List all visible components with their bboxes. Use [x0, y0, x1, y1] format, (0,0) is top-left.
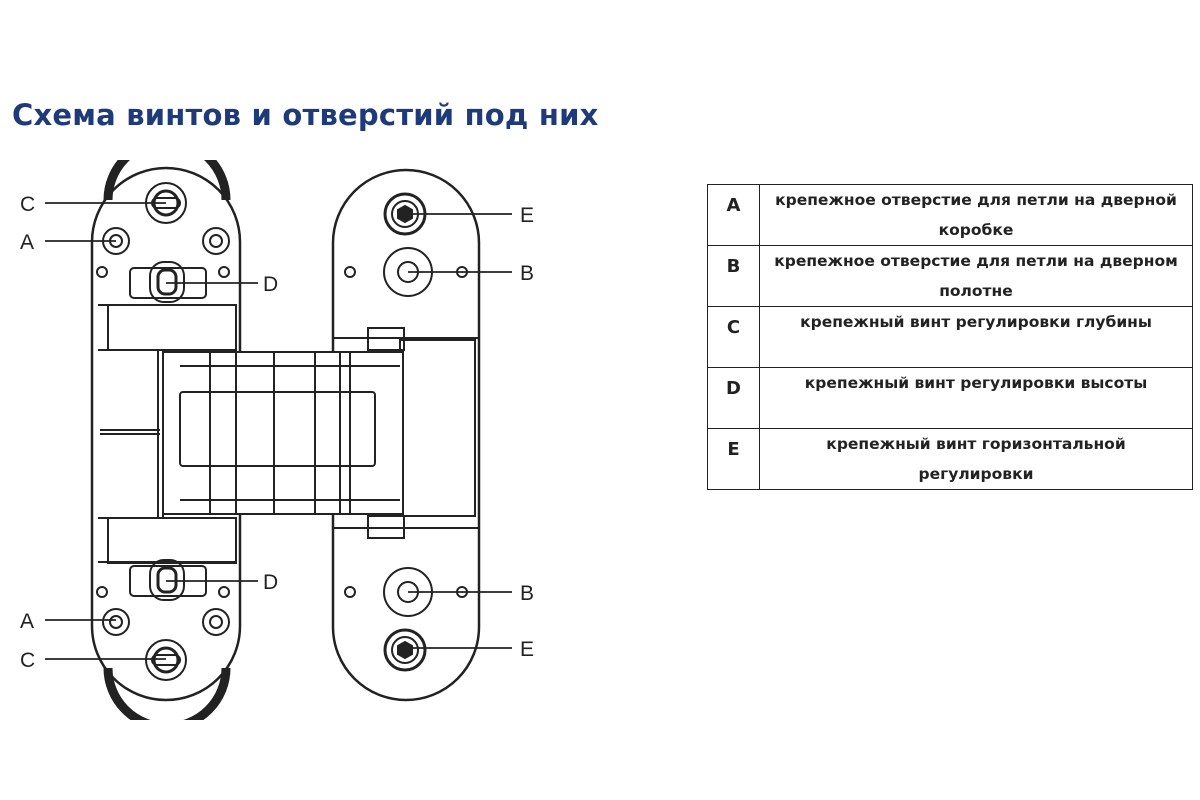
legend-key: E — [707, 428, 760, 490]
callout-label: B — [520, 582, 534, 605]
legend-table: A крепежное отверстие для петли на дверн… — [707, 184, 1193, 490]
callout-label: E — [520, 638, 534, 661]
hinge-diagram: C A D D A C E B B E — [20, 160, 534, 720]
table-row: C крепежный винт регулировки глубины — [707, 306, 1193, 368]
hinge-articulation — [162, 351, 404, 515]
callout-labels: C A D D A C E B B E — [20, 193, 534, 672]
table-row: B крепежное отверстие для петли на дверн… — [707, 245, 1193, 307]
callout-label: D — [263, 571, 278, 594]
screw-e-bottom — [383, 628, 427, 672]
screw-c-bottom — [145, 639, 187, 681]
page-title: Схема винтов и отверстий под них — [12, 98, 599, 132]
callout-label: B — [520, 262, 534, 285]
hole-a-top-right — [202, 227, 230, 255]
legend-description: крепежный винт горизонтальной регулировк… — [759, 428, 1193, 490]
legend-description: крепежное отверстие для петли на дверной… — [759, 184, 1193, 246]
callout-label: D — [263, 273, 278, 296]
callout-label: E — [520, 204, 534, 227]
legend-key: C — [707, 306, 760, 368]
table-row: E крепежный винт горизонтальной регулиро… — [707, 428, 1193, 490]
screw-d-bottom — [129, 559, 207, 601]
legend-description: крепежный винт регулировки глубины — [759, 306, 1193, 368]
legend-description: крепежное отверстие для петли на дверном… — [759, 245, 1193, 307]
table-row: A крепежное отверстие для петли на дверн… — [707, 184, 1193, 246]
callout-label: A — [20, 610, 34, 633]
legend-key: A — [707, 184, 760, 246]
hole-a-bottom-right — [202, 608, 230, 636]
legend-key: D — [707, 367, 760, 429]
legend-description: крепежный винт регулировки высоты — [759, 367, 1193, 429]
table-row: D крепежный винт регулировки высоты — [707, 367, 1193, 429]
callout-label: A — [20, 231, 34, 254]
leader-lines — [45, 202, 512, 660]
callout-label: C — [20, 193, 35, 216]
legend-key: B — [707, 245, 760, 307]
hole-a-bottom-left — [102, 608, 130, 636]
callout-label: C — [20, 649, 35, 672]
